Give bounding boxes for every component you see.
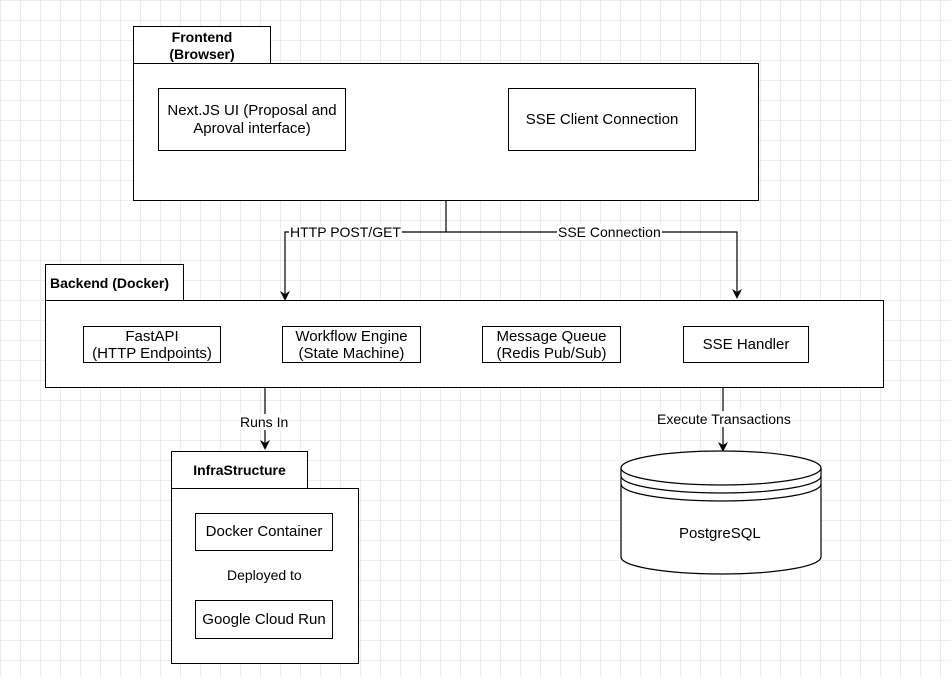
http-edge-label: HTTP POST/GET <box>289 224 402 240</box>
fastapi-box: FastAPI (HTTP Endpoints) <box>83 326 221 363</box>
http-connector <box>280 231 446 301</box>
frontend-title-tab: Frontend (Browser) <box>133 26 271 64</box>
sse-connector <box>446 231 742 299</box>
execute-label: Execute Transactions <box>656 411 792 427</box>
database-cylinder-icon <box>620 450 822 575</box>
sse-client-box: SSE Client Connection <box>508 88 696 151</box>
message-queue-box: Message Queue (Redis Pub/Sub) <box>482 326 621 363</box>
google-cloud-run-box: Google Cloud Run <box>195 600 333 639</box>
nextjs-ui-box: Next.JS UI (Proposal and Aproval interfa… <box>158 88 346 151</box>
workflow-engine-box: Workflow Engine (State Machine) <box>282 326 421 363</box>
docker-container-box: Docker Container <box>195 513 333 551</box>
sse-edge-label: SSE Connection <box>557 224 662 240</box>
postgresql-label: PostgreSQL <box>679 525 761 542</box>
deployed-to-label: Deployed to <box>226 567 303 583</box>
backend-title-tab: Backend (Docker) <box>45 264 184 301</box>
sse-handler-box: SSE Handler <box>683 326 809 363</box>
infra-title-tab: InfraStructure <box>171 451 308 489</box>
runs-in-label: Runs In <box>239 414 290 430</box>
